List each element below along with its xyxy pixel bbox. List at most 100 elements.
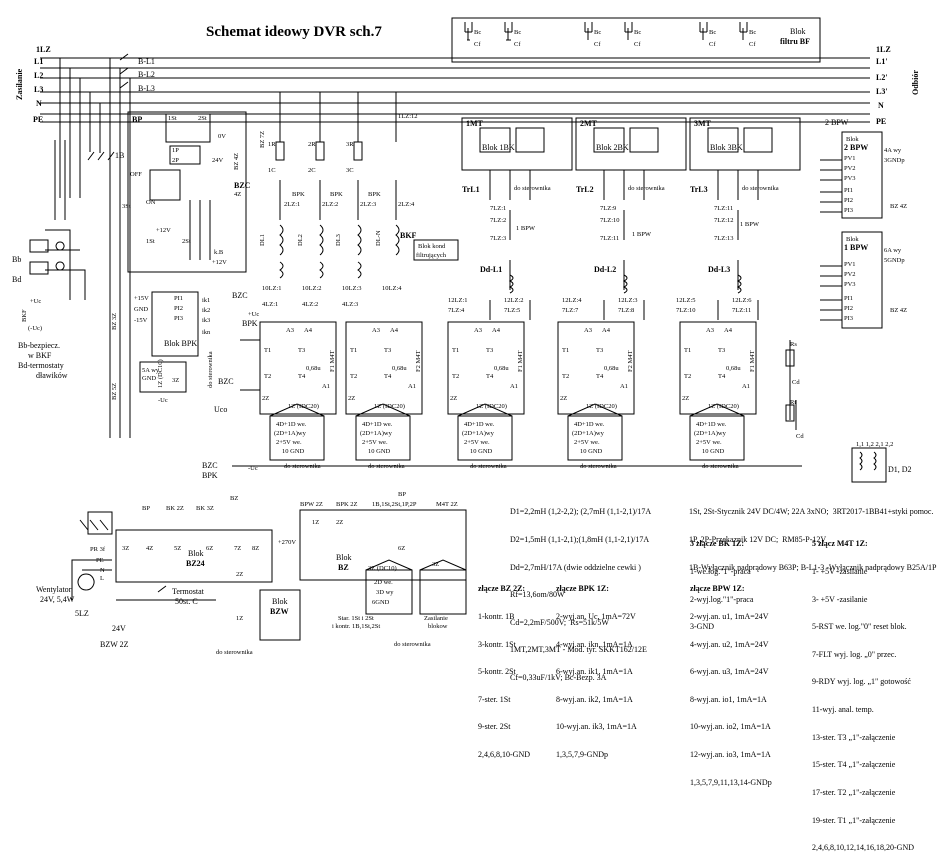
module3-2z: 2Z	[450, 395, 457, 402]
bz-block: BPW 2Z BPK 2Z BP 1B,1St,2St,1P,2P M4T 2Z…	[299, 491, 467, 648]
stage1-lz3: 7LZ:3	[490, 235, 506, 242]
io-box4-l2: (2D+1A)wy	[572, 430, 605, 437]
bp-bz4z: BZ 4Z	[233, 153, 240, 170]
module4-a3: A3	[584, 327, 592, 334]
bzw2z-label: BZW 2Z	[100, 640, 129, 649]
bp-1st-b: 1St	[146, 238, 155, 245]
module5-t4: T4	[718, 373, 726, 380]
bz2z-title: złącze BZ 2Z:	[478, 584, 526, 594]
legend-line-2: w BKF	[28, 351, 52, 360]
small-10lz4: 10LZ:4	[382, 285, 402, 292]
uco-label: Uco	[214, 405, 227, 414]
left-wiring	[29, 53, 131, 438]
bz24-4z: 4Z	[146, 545, 153, 552]
module3-t4: T4	[486, 373, 494, 380]
bpk-ik2: ik2	[202, 307, 210, 314]
stage3-blok: Blok 3BK	[710, 143, 743, 152]
bpw1-pv1: PV1	[844, 261, 856, 268]
bzc-top: BZC	[232, 291, 248, 300]
spec-line-1: D1=2,2mH (1,2-2,2); (2,7mH (1,1-2,1)/17A	[510, 507, 652, 517]
stage1-bpw: 1 BPW	[516, 225, 536, 232]
module5-t1: T1	[684, 347, 691, 354]
stage2-lzb1: 12LZ:4	[562, 297, 582, 304]
bkf-label: BKF	[21, 309, 28, 322]
module2-a1: A1	[408, 383, 416, 390]
choke-dl2: DL2	[297, 234, 304, 246]
stage2-dd: Dd-L2	[594, 265, 616, 274]
uc-plus-label: +Uc	[248, 311, 259, 318]
io-box1-l1: 4D+1D we.	[276, 421, 307, 428]
bpk-dc: 1Z (DC10)	[157, 359, 164, 388]
bpk-ik1: ik1	[202, 297, 210, 304]
filter-capacitors	[464, 22, 748, 41]
module1-a1: A1	[322, 383, 330, 390]
stage2-mt: 2MT	[580, 119, 598, 128]
bp-on: ON	[146, 199, 156, 206]
bpk1z-1: 2-wyj.an. Uc, 1mA=72V	[556, 612, 636, 622]
bpk1z-2: 4-wyj.an. ikn, 1mA=1A	[556, 639, 633, 649]
m4t-8: 15-ster. T4 „1"-załączenie	[812, 760, 896, 770]
spec2-line-2: 1P, 2P-Przekaznik 12V DC; RM85-P-12V	[689, 535, 827, 545]
bpk1z-4: 8-wyj.an. ik2, 1mA=1A	[556, 694, 633, 704]
module2-1z: 1Z (IDC20)	[374, 403, 405, 410]
choke-dl3: DL3	[335, 234, 342, 246]
bp-3st: 3St	[122, 203, 131, 210]
cap-2c: 2C	[308, 167, 316, 174]
module4-a1: A1	[620, 383, 628, 390]
resistor-2r: 2R	[308, 141, 316, 148]
stage3-lzb4: 7LZ:11	[732, 307, 751, 314]
supply-label: Zasilanie	[15, 68, 24, 100]
small-1lz12: 1LZ:12	[398, 113, 418, 120]
bz2z-notes: złącze BZ 2Z: 1-kontr. 1B 3-kontr. 1St 5…	[478, 566, 530, 768]
bz2z-6: 2,4,6,8,10-GND	[478, 750, 530, 760]
bp-bz7z: BZ 7Z	[259, 131, 266, 148]
bz2z-4: 7-ster. 1St	[478, 694, 511, 704]
svg-text:Bc: Bc	[514, 29, 521, 36]
module1-1z: 1Z (IDC20)	[288, 403, 319, 410]
module5-a3: A3	[706, 327, 714, 334]
small-4lz1: 4LZ:1	[262, 301, 278, 308]
m4t-10: 19-ster. T1 „1"-załączenie	[812, 815, 896, 825]
line-l3: L3	[34, 85, 43, 94]
thermostat-label-2: 50st. C	[175, 597, 198, 606]
bpw2-pv1: PV1	[844, 155, 856, 162]
bpw-connector: 2 BPW	[825, 118, 849, 127]
bpw1-bz4z: BZ 4Z	[890, 307, 907, 314]
rt-label: Rt	[790, 399, 796, 406]
bpw1z-4: 8-wyj.an. io1, 1mA=1A	[690, 694, 767, 704]
stage2-lzb3: 7LZ:7	[562, 307, 579, 314]
bk1z-notes: 3 złącze BK 1Z: 1-we.log."1"-praca 2-wyj…	[690, 521, 753, 641]
bp-24v: 24V	[212, 157, 224, 164]
bzw-1z: 1Z	[236, 615, 243, 622]
bpk-ref-3: BPK	[368, 191, 381, 198]
io-box5-l3: 2+5V we.	[696, 439, 722, 446]
svg-text:Bc: Bc	[749, 29, 756, 36]
stage1-blok: Blok 1BK	[482, 143, 515, 152]
io-box1-l4: 10 GND	[282, 448, 305, 455]
output-l2: L2'	[876, 73, 888, 82]
output-1lz: 1LZ	[876, 45, 891, 54]
bz-bpk2z: BPK 2Z	[336, 501, 358, 508]
bz-box-l3: 6GND	[372, 599, 390, 606]
stage1-lzb3: 7LZ:4	[448, 307, 465, 314]
bk1z-title: 3 złącze BK 1Z:	[690, 539, 744, 549]
module5-a1: A1	[742, 383, 750, 390]
module3-f1: F1 M4T	[517, 350, 524, 372]
io-box5-l1: 4D+1D we.	[696, 421, 727, 428]
module4-a4: A4	[602, 327, 611, 334]
bpk-pi3: PI3	[174, 315, 183, 322]
stage2-blok: Blok 2BK	[596, 143, 629, 152]
supply-side: Zasilanie 1LZ L1 L2 L3 N PE B-L1 B-L2 B-…	[12, 45, 205, 649]
svg-text:Cf: Cf	[634, 41, 641, 48]
bpk-5a: 5A wy	[142, 367, 160, 374]
legend-line-3: Bd-termostaty	[18, 361, 64, 370]
module3-a3: A3	[474, 327, 482, 334]
bz2z-3: 5-kontr. 2St	[478, 667, 516, 677]
contactor-2lz4: 2LZ:4	[398, 201, 415, 208]
m4t-11: 2,4,6,8,10,12,14,16,18,20-GND	[812, 843, 914, 853]
svg-text:Cf: Cf	[594, 41, 601, 48]
bpk1z-5: 10-wyj.an. ik3, 1mA=1A	[556, 722, 637, 732]
rs-label: Rs	[790, 341, 797, 348]
bz-bpw2z: BPW 2Z	[300, 501, 323, 508]
bz-star-l2: i kontr. 1B,1St,2St	[332, 623, 380, 630]
